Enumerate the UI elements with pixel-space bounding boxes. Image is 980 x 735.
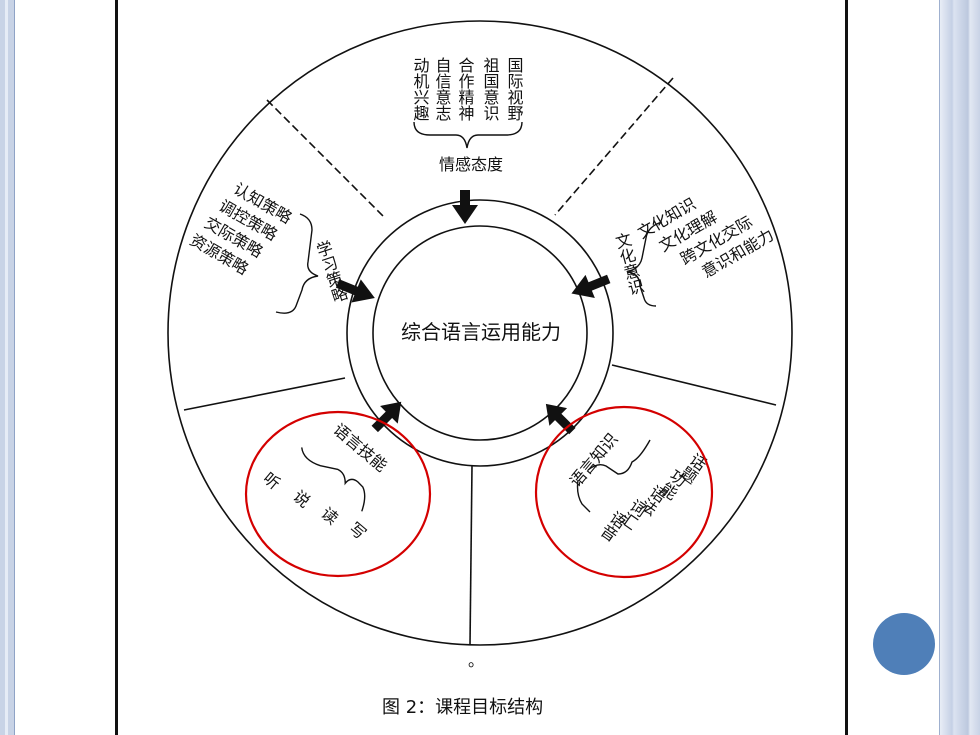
divider-right — [611, 364, 777, 406]
right-slide-rail — [939, 0, 980, 735]
right-brace — [627, 221, 663, 307]
middle-circle — [346, 199, 614, 467]
bottom-right-brace — [576, 479, 591, 513]
inner-circle — [372, 225, 588, 441]
blue-circle-decoration — [873, 613, 935, 675]
top-column-1: 动机兴趣 — [411, 57, 430, 121]
bottom-left-item-3: 读 — [317, 504, 341, 529]
center-label: 综合语言运用能力 — [401, 320, 561, 344]
bottom-right-label: 语言知识 — [566, 429, 622, 490]
left-brace — [275, 213, 319, 314]
divider-left — [183, 377, 346, 411]
top-column-2: 自信意志 — [433, 57, 452, 121]
left-slide-rail — [0, 0, 15, 735]
figure-caption: 图 2：课程目标结构 — [382, 697, 543, 718]
bottom-right-items: 语音 词汇 语法 功能 话题 — [596, 449, 710, 544]
highlight-circle-left — [244, 410, 432, 578]
bottom-right-brace-top — [587, 439, 651, 475]
outer-circle — [167, 20, 793, 646]
divider-bottom — [469, 465, 473, 646]
small-mark: 。 — [468, 651, 484, 670]
arrow-bottom-right — [545, 403, 576, 435]
arrow-left — [335, 279, 375, 303]
bottom-left-item-1: 听 — [259, 469, 283, 494]
arrow-bottom-left — [371, 401, 402, 433]
bottom-left-item-4: 写 — [345, 519, 369, 544]
left-label: 学习策略 — [312, 239, 350, 306]
divider-top-left — [266, 99, 386, 219]
top-column-3: 合作精神 — [456, 57, 475, 121]
top-columns: 动机兴趣 自信意志 合作精神 祖国意识 国际视野 — [411, 57, 524, 121]
arrow-right — [571, 274, 611, 299]
arrow-top — [452, 190, 478, 224]
right-items: 文化知识 文化理解 跨文化交际 意识和能力 — [634, 194, 777, 282]
bottom-left-brace — [301, 447, 366, 512]
top-column-4: 祖国意识 — [481, 57, 500, 121]
top-column-5: 国际视野 — [505, 57, 524, 121]
top-label: 情感态度 — [439, 155, 503, 174]
divider-top-right — [554, 77, 674, 216]
document-page — [115, 0, 848, 735]
top-brace — [413, 121, 523, 149]
right-label: 文化意识 — [611, 231, 646, 298]
highlight-circle-right — [534, 405, 714, 579]
bottom-left-item-2: 说 — [289, 487, 313, 512]
